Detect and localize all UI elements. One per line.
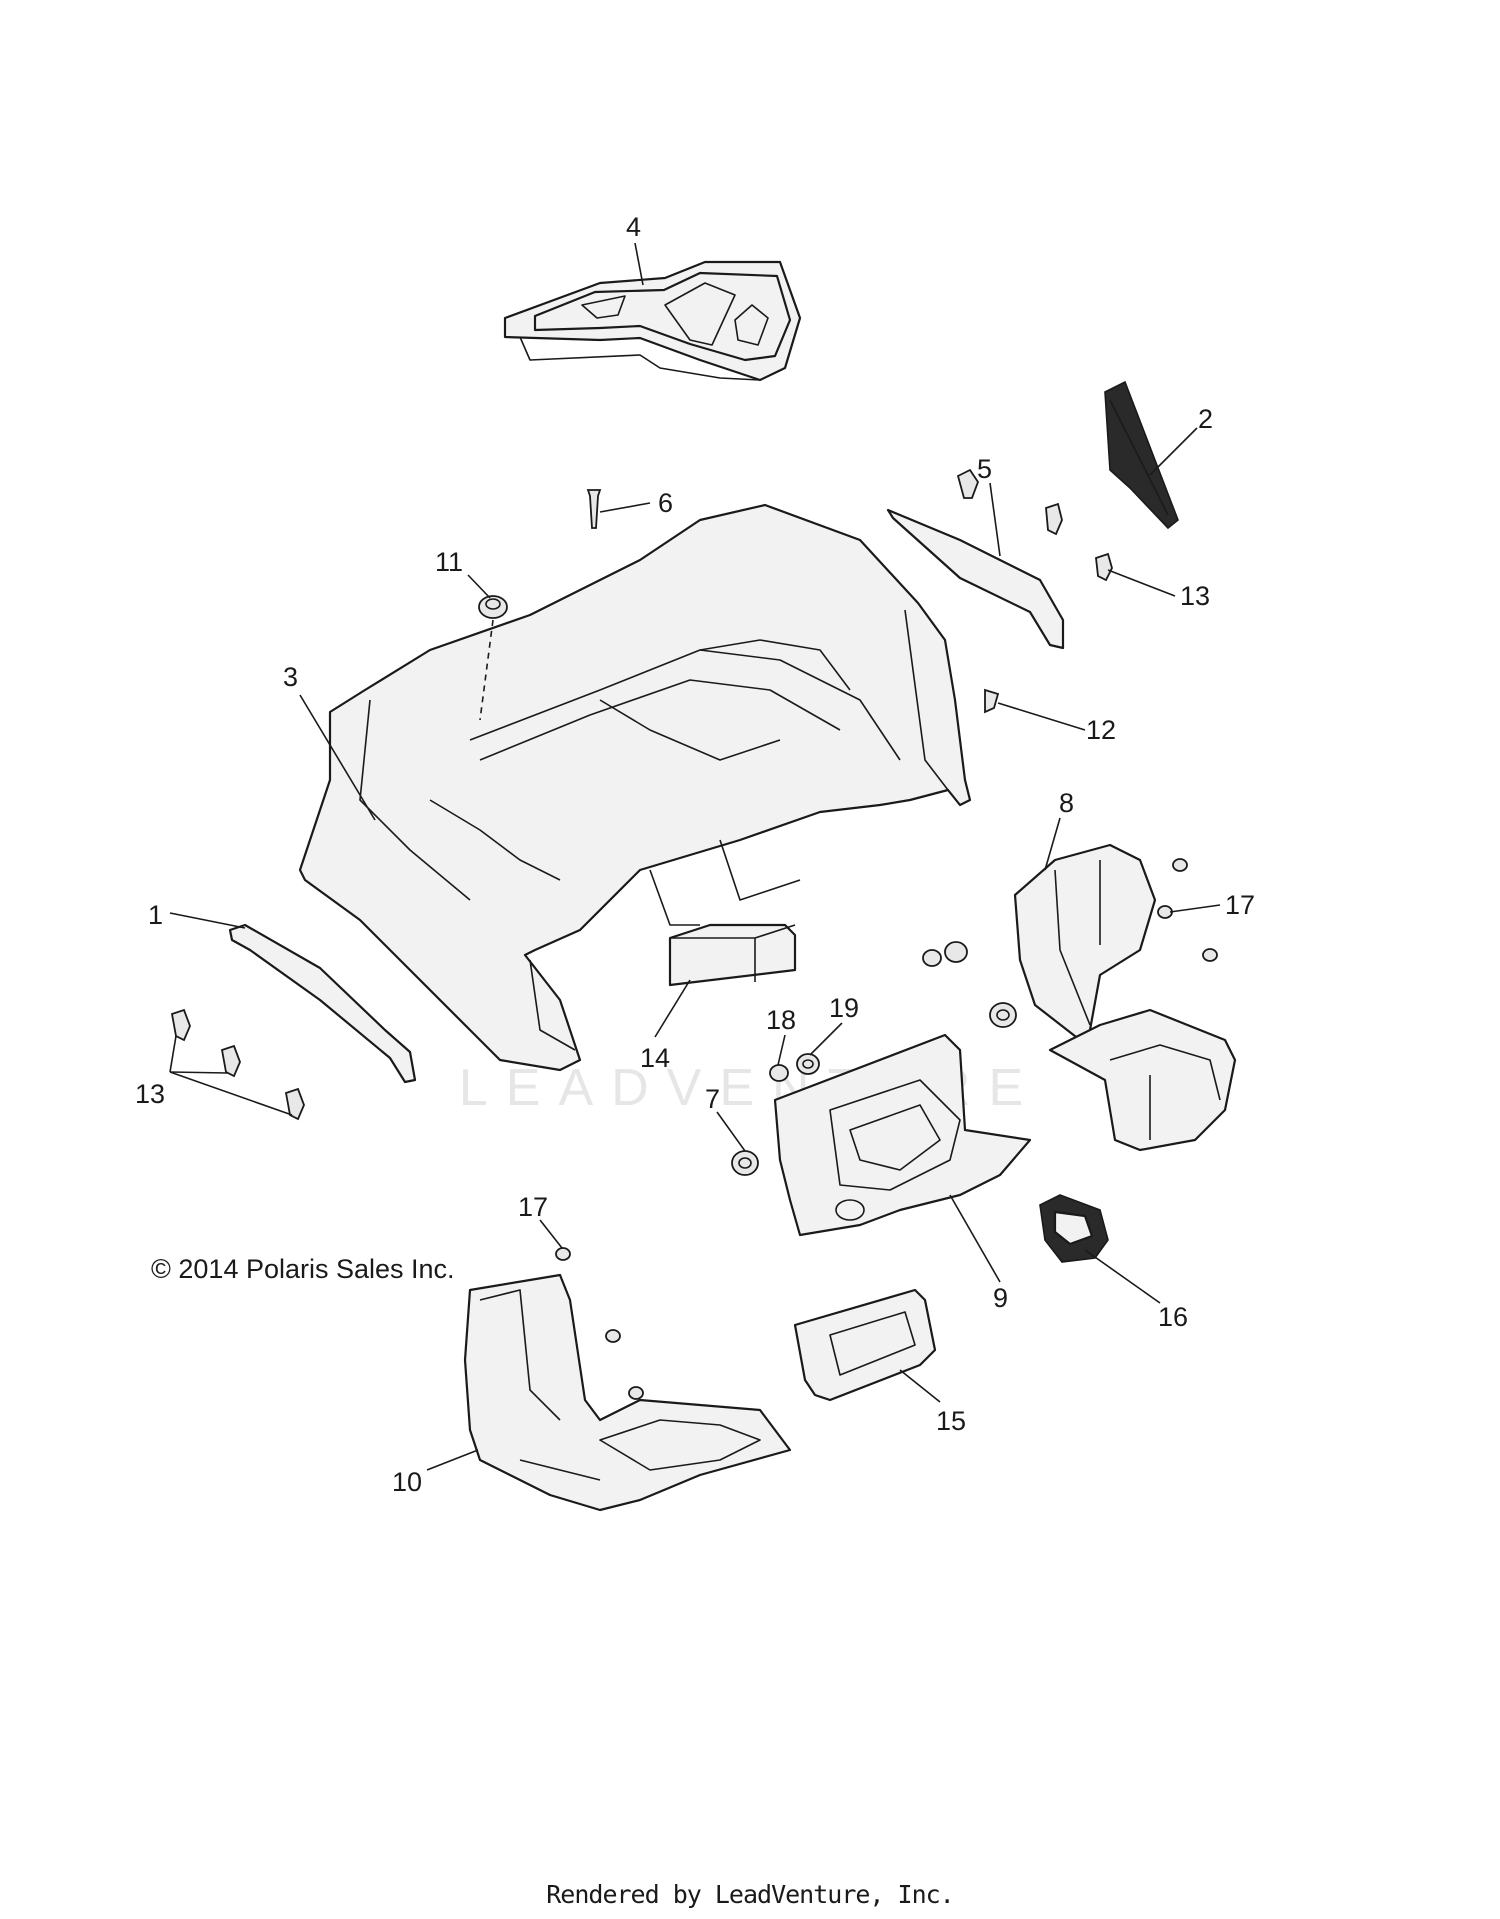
part-16-latch <box>1039 1194 1109 1263</box>
part-1-trim-strip <box>228 923 417 1084</box>
part-3-cargo-box <box>298 503 972 1072</box>
callout-6: 6 <box>658 488 673 518</box>
part-5-trim-strip <box>886 508 1065 650</box>
callout-15: 15 <box>936 1406 966 1436</box>
callout-19: 19 <box>829 993 859 1023</box>
part-9-console-bracket <box>773 1033 1032 1237</box>
callout-8: 8 <box>1059 788 1074 818</box>
callout-3: 3 <box>283 662 298 692</box>
callout-2: 2 <box>1198 404 1213 434</box>
callout-17-right: 17 <box>1225 890 1255 920</box>
part-10-footwell-panel <box>463 1273 792 1512</box>
callout-10: 10 <box>392 1467 422 1497</box>
copyright-notice: © 2014 Polaris Sales Inc. <box>151 1254 455 1284</box>
part-8-storage-box <box>1013 843 1237 1152</box>
callout-9: 9 <box>993 1283 1008 1313</box>
footer-credit: Rendered by LeadVenture, Inc. <box>546 1880 955 1909</box>
callout-5: 5 <box>977 454 992 484</box>
callout-16: 16 <box>1158 1302 1188 1332</box>
callout-4: 4 <box>626 212 641 242</box>
callout-11: 11 <box>435 547 463 577</box>
callout-18: 18 <box>766 1005 796 1035</box>
callout-7: 7 <box>705 1084 720 1114</box>
callout-labels: 1 2 3 4 5 6 7 8 9 10 11 12 13 13 14 15 1… <box>135 212 1255 1497</box>
callout-1: 1 <box>148 900 163 930</box>
part-2-grille <box>1104 380 1179 530</box>
leader-lines <box>169 242 1221 1471</box>
part-14-foam-block <box>668 923 797 987</box>
callout-17-left: 17 <box>518 1192 548 1222</box>
callout-13-upper: 13 <box>1180 581 1210 611</box>
part-15-cover-plate <box>793 1288 937 1402</box>
callout-13-lower: 13 <box>135 1079 165 1109</box>
callout-12: 12 <box>1086 715 1116 745</box>
part-4-floor-panel <box>503 260 802 382</box>
callout-14: 14 <box>640 1043 670 1073</box>
